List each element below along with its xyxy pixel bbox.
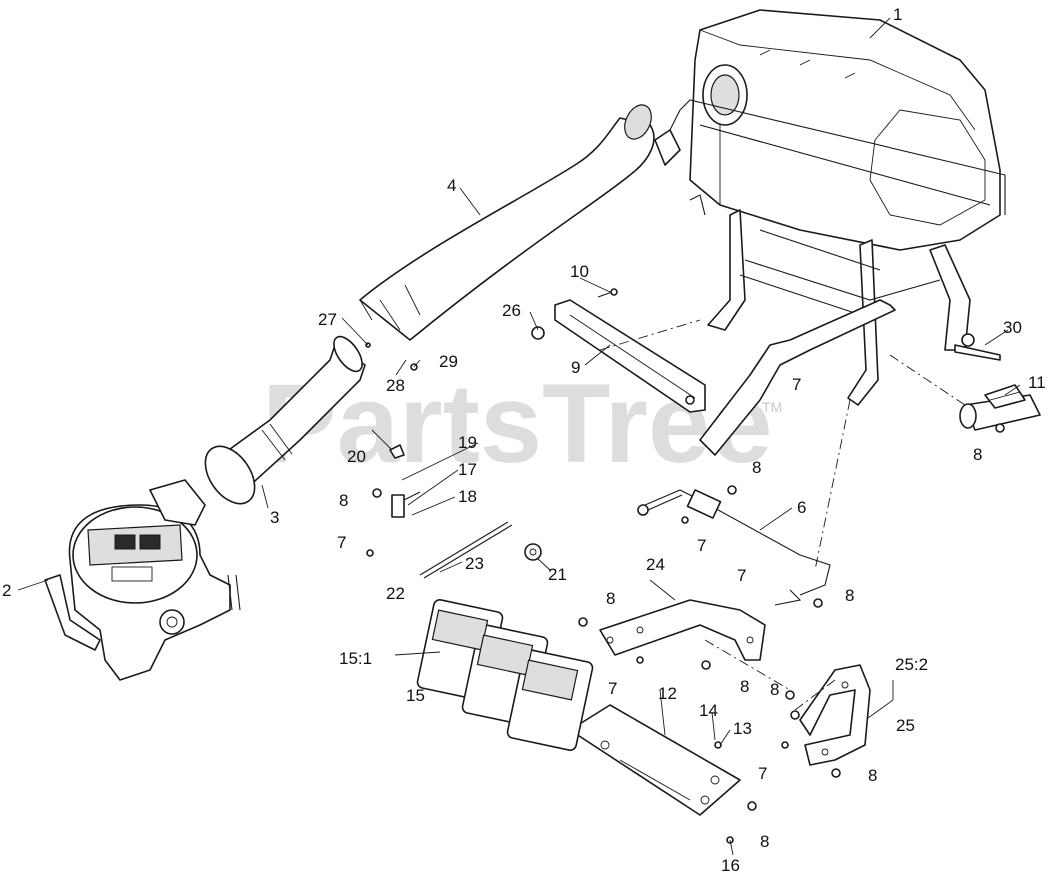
callout-7a: 7: [792, 375, 801, 394]
part-11-mount-tube[interactable]: [959, 384, 1041, 431]
part-10-bolt[interactable]: [597, 288, 618, 298]
part-20-knob[interactable]: [389, 444, 405, 459]
callout-7f: 7: [758, 764, 767, 783]
callout-20: 20: [347, 447, 366, 466]
watermark-trademark: TM: [762, 399, 782, 415]
part-21-clip[interactable]: [524, 543, 542, 561]
callout-28: 28: [386, 376, 405, 395]
hitch-handle: [699, 299, 896, 456]
callout-10: 10: [570, 262, 589, 281]
callout-11: 11: [1028, 373, 1046, 392]
callout-7b: 7: [337, 533, 346, 552]
callout-7d: 7: [737, 566, 746, 585]
callout-8c: 8: [973, 445, 982, 464]
part-25-bracket[interactable]: [799, 664, 871, 766]
callout-8a: 8: [339, 491, 348, 510]
leader-lines: [17, 17, 1021, 856]
callout-8e: 8: [606, 589, 615, 608]
callout-12: 12: [658, 684, 677, 703]
callout-18: 18: [458, 487, 477, 506]
callout-8b: 8: [752, 458, 761, 477]
callout-16: 16: [721, 856, 740, 875]
part-12-plate[interactable]: [569, 704, 741, 816]
part-22-rod[interactable]: [419, 521, 513, 579]
callout-17: 17: [458, 460, 477, 479]
part-1-collector-hopper[interactable]: [654, 9, 1006, 406]
callouts: 1 2 3 4 6 7 7 7 7 7 7 8 8 8 8 8 8 8 8 8 …: [2, 5, 1046, 875]
part-30-pin[interactable]: [954, 333, 1001, 361]
callout-30: 30: [1003, 318, 1022, 337]
callout-29: 29: [439, 352, 458, 371]
callout-14: 14: [699, 701, 718, 720]
part-15-decal-set[interactable]: [416, 599, 594, 752]
callout-19: 19: [458, 433, 477, 452]
callout-8g: 8: [770, 680, 779, 699]
assembly-lines: [599, 319, 966, 711]
callout-26: 26: [502, 301, 521, 320]
callout-1: 1: [893, 5, 902, 24]
callout-9: 9: [571, 358, 580, 377]
callout-24: 24: [646, 555, 665, 574]
callout-7e: 7: [608, 679, 617, 698]
callout-27: 27: [318, 310, 337, 329]
callout-8d: 8: [845, 586, 854, 605]
callout-8i: 8: [760, 832, 769, 851]
part-2-blower-housing[interactable]: [44, 479, 241, 681]
part-9-bracket-bar[interactable]: [554, 299, 706, 413]
callout-21: 21: [548, 565, 567, 584]
part-3-blower-tube[interactable]: [195, 332, 367, 513]
callout-8f: 8: [740, 677, 749, 696]
part-17-latch[interactable]: [391, 491, 421, 518]
callout-25: 25: [896, 716, 915, 735]
callout-2: 2: [2, 581, 11, 600]
callout-15: 15: [406, 686, 425, 705]
callout-23: 23: [465, 554, 484, 573]
part-24-bracket[interactable]: [599, 599, 766, 661]
part-26-nut[interactable]: [531, 326, 545, 340]
part-6-hitch-rod[interactable]: [637, 489, 831, 606]
callout-7c: 7: [697, 536, 706, 555]
callout-8h: 8: [868, 766, 877, 785]
callout-25-2: 25:2: [895, 655, 928, 674]
callout-22: 22: [386, 584, 405, 603]
callout-13: 13: [733, 719, 752, 738]
part-4-flex-hose[interactable]: [359, 101, 656, 341]
callout-4: 4: [447, 176, 456, 195]
callout-6: 6: [797, 498, 806, 517]
callout-15-1: 15:1: [339, 649, 372, 668]
callout-3: 3: [270, 508, 279, 527]
